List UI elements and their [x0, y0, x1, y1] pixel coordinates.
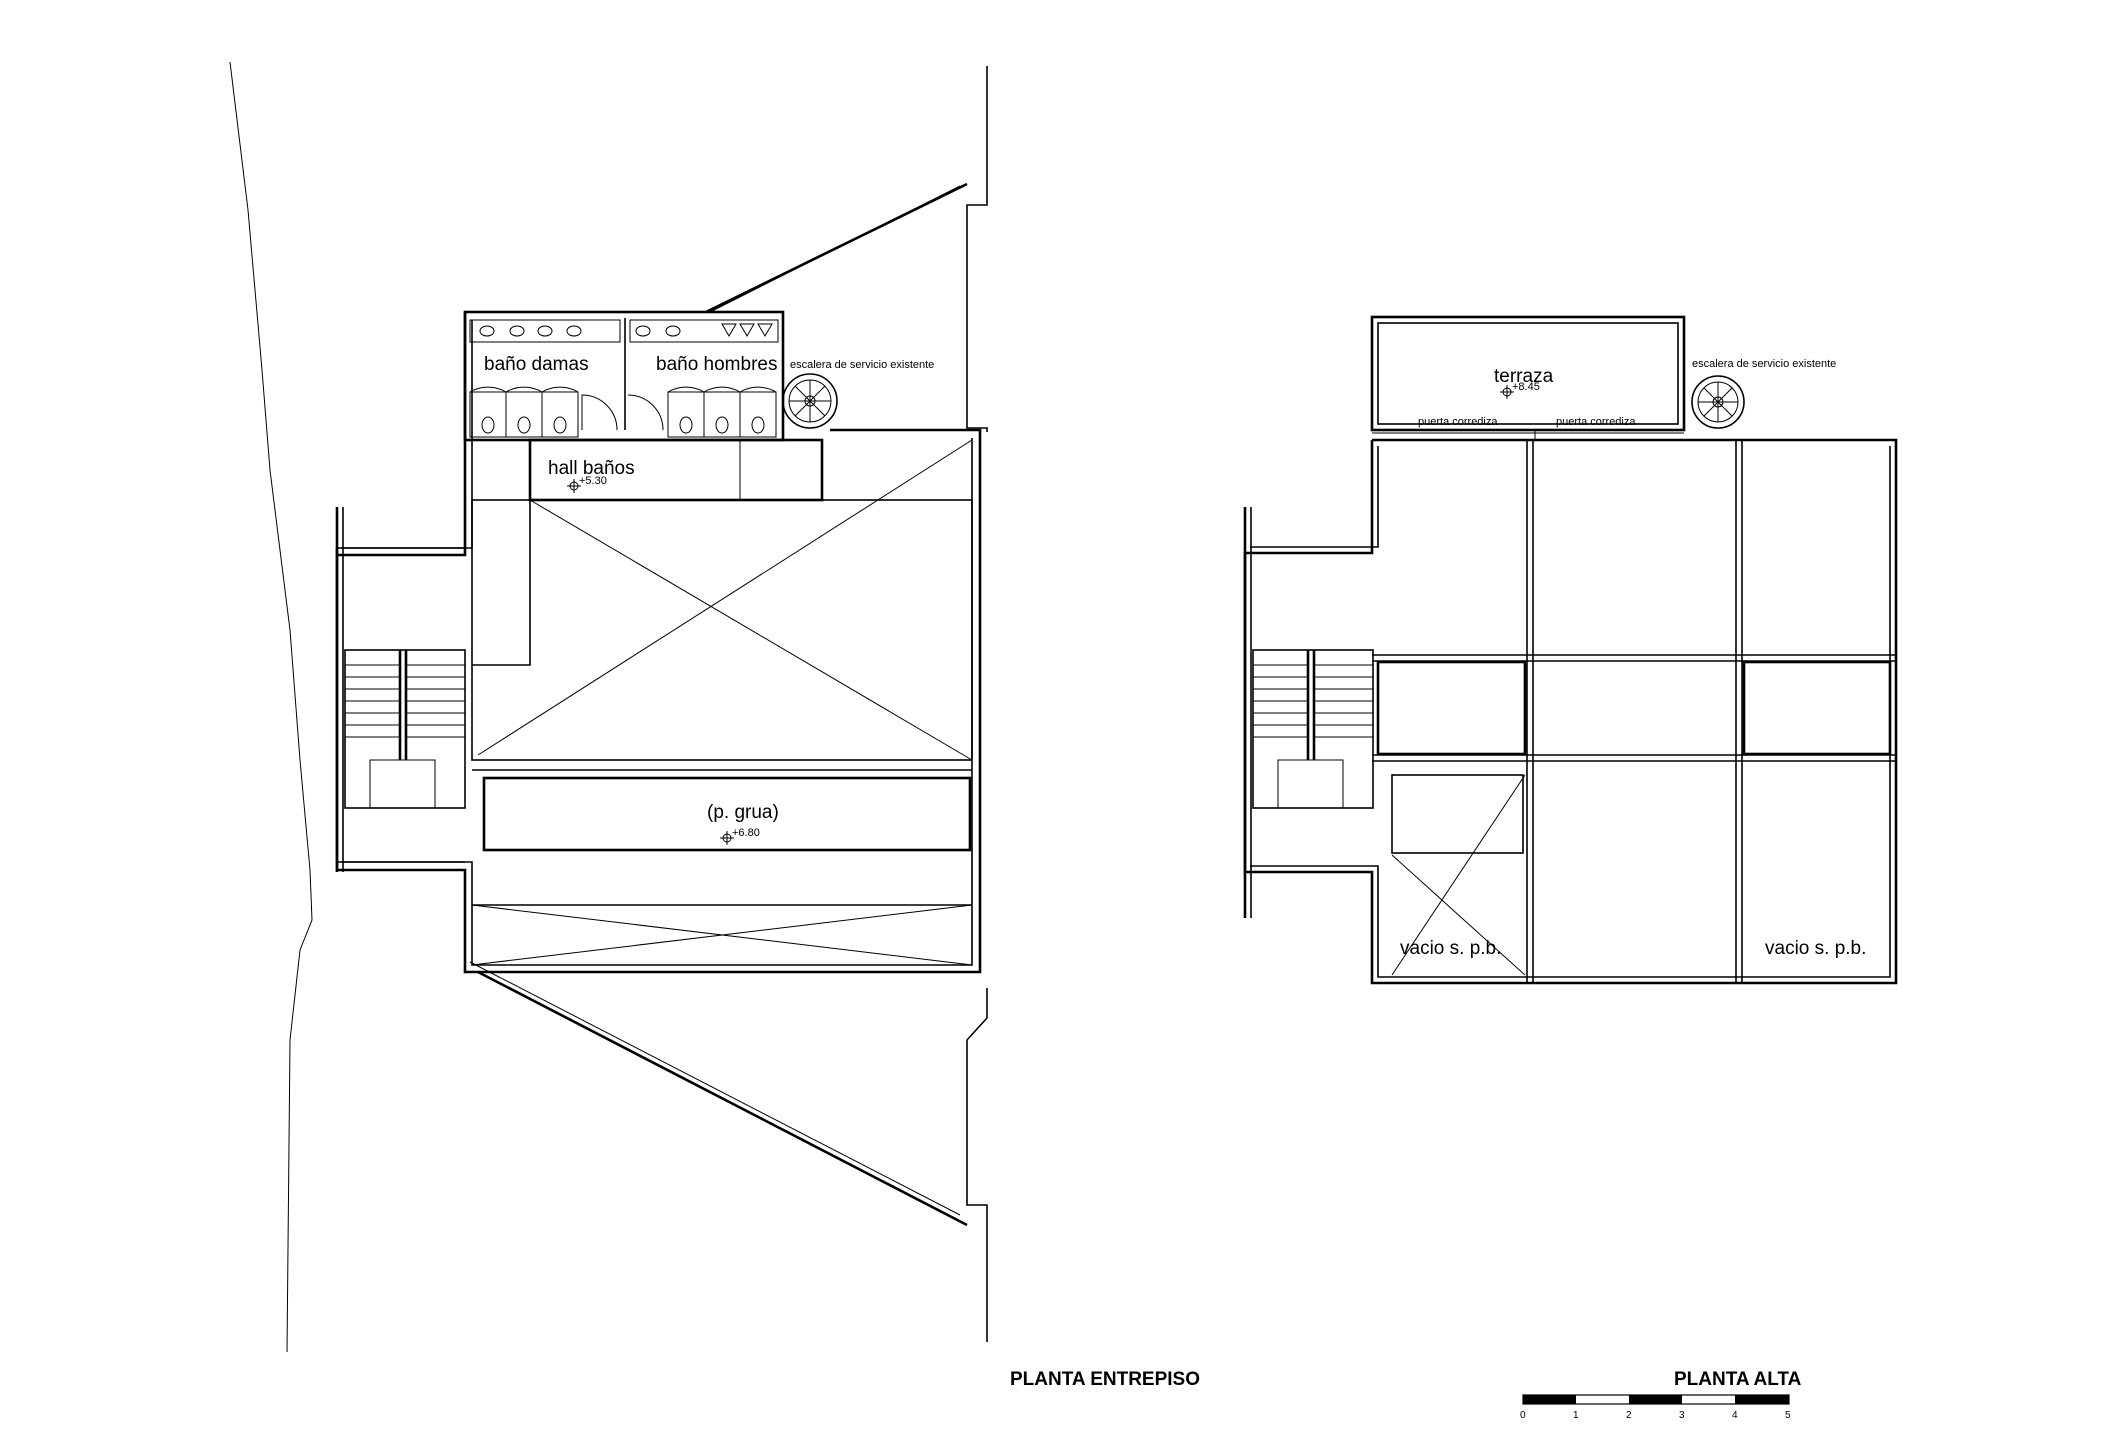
- plan-title-alta: PLANTA ALTA: [1674, 1369, 1802, 1390]
- spiral-stair-right: [1691, 375, 1745, 429]
- room-label-vacio-left: vacio s. p.b.: [1400, 938, 1501, 959]
- building-outline-left: [335, 312, 982, 974]
- scale-tick-0: 0: [1520, 1410, 1526, 1421]
- scale-tick-5: 5: [1785, 1410, 1791, 1421]
- note-puerta-1: puerta corrediza: [1418, 416, 1498, 428]
- property-line-right: [966, 66, 988, 432]
- scale-tick-1: 1: [1573, 1410, 1579, 1421]
- building-outline-right: [1243, 438, 1898, 985]
- room-label-p-grua: (p. grua): [707, 802, 779, 823]
- terraza-block: [1370, 315, 1686, 440]
- site-boundary-line: [229, 61, 313, 1353]
- note-escalera-left: escalera de servicio existente: [790, 359, 934, 371]
- main-stair: [344, 649, 466, 809]
- plan-title-entrepiso: PLANTA ENTREPISO: [1010, 1369, 1200, 1390]
- planta-alta: terraza +8.45 puerta corrediza puerta co…: [1243, 315, 1898, 1390]
- note-escalera-right: escalera de servicio existente: [1692, 358, 1836, 370]
- planta-entrepiso: baño damas baño hombres escalera de serv…: [229, 61, 1200, 1390]
- level-hall: +5.30: [579, 475, 607, 487]
- lower-hall: [471, 904, 973, 966]
- bathroom-block: [463, 310, 785, 442]
- scale-bar: 0 1 2 3 4 5: [1520, 1394, 1791, 1421]
- stair-right-plan: [1252, 649, 1374, 809]
- property-line-right-lower: [966, 988, 988, 1342]
- note-puerta-2: puerta corrediza: [1556, 416, 1636, 428]
- level-terraza: +8.45: [1512, 381, 1540, 393]
- room-label-vacio-right: vacio s. p.b.: [1765, 938, 1866, 959]
- scale-tick-2: 2: [1626, 1410, 1632, 1421]
- room-label-terraza: terraza: [1494, 366, 1554, 387]
- scale-tick-4: 4: [1732, 1410, 1738, 1421]
- room-label-bano-damas: baño damas: [484, 354, 589, 375]
- main-hall: [471, 439, 973, 771]
- spiral-stair: [782, 373, 838, 429]
- scale-tick-3: 3: [1679, 1410, 1685, 1421]
- room-label-bano-hombres: baño hombres: [656, 354, 777, 375]
- grua-beam: [482, 776, 972, 852]
- room-label-hall-banos: hall baños: [548, 458, 635, 479]
- wing-wall-bottom: [477, 970, 968, 1227]
- level-grua: +6.80: [732, 827, 760, 839]
